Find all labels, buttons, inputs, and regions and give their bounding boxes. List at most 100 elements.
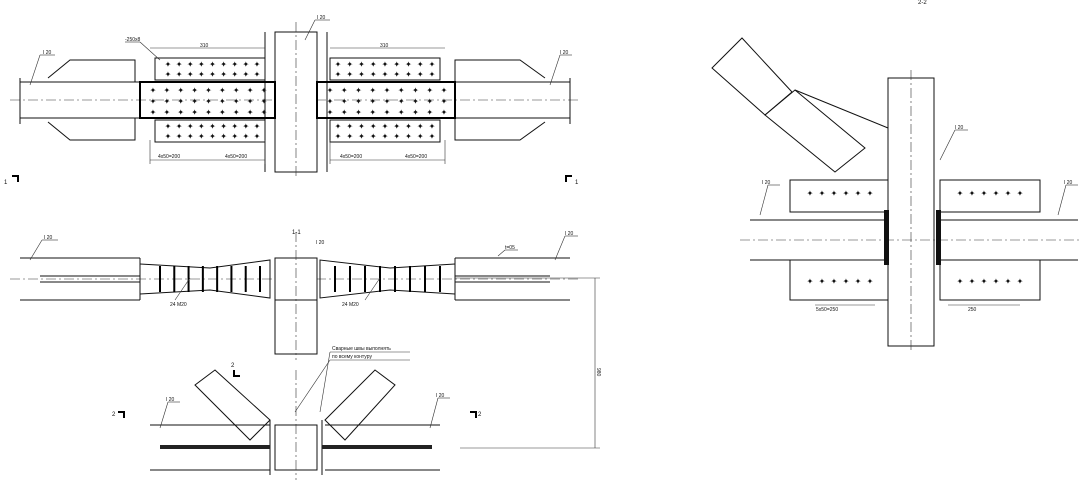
plan-top-dim-right: 310 (380, 43, 389, 49)
node-bolt: ✦ (981, 277, 988, 286)
bracing-left-member-label: I 20 (166, 397, 175, 403)
plan-bolt: ✦ (405, 70, 412, 79)
plan-bolt: ✦ (382, 60, 389, 69)
plan-bolt: ✦ (247, 108, 254, 117)
plan-bolt: ✦ (243, 122, 250, 131)
plan-top-dim-left: 310 (200, 43, 209, 49)
bracing-right-member-label: I 20 (436, 393, 445, 399)
plan-bolt: ✦ (429, 132, 436, 141)
plan-bolt: ✦ (209, 132, 216, 141)
plan-bolt: ✦ (335, 60, 342, 69)
plan-bolt: ✦ (219, 97, 226, 106)
plan-bolt: ✦ (398, 97, 405, 106)
plan-bolt: ✦ (405, 132, 412, 141)
plan-bolt-group: ✦✦✦✦✦✦✦✦✦✦✦✦✦✦✦✦✦✦✦✦✦✦✦✦✦✦✦✦✦✦✦✦✦✦✦✦✦✦✦✦… (150, 60, 448, 141)
plan-bolt: ✦ (412, 108, 419, 117)
node-bolt: ✦ (1005, 189, 1012, 198)
plan-bolt: ✦ (429, 70, 436, 79)
section-mark-2: 2 (231, 363, 235, 369)
plan-bolt: ✦ (176, 132, 183, 141)
plan-bolt: ✦ (429, 60, 436, 69)
node-bolt: ✦ (993, 189, 1000, 198)
plan-bolt: ✦ (177, 108, 184, 117)
plan-bolt: ✦ (176, 60, 183, 69)
node-bolt: ✦ (831, 277, 838, 286)
plan-bolt: ✦ (405, 60, 412, 69)
plan-bolt: ✦ (358, 70, 365, 79)
plan-bolt: ✦ (398, 108, 405, 117)
plan-right-member-label: I 20 (560, 50, 569, 56)
plan-dim-right-2: 4x50=200 (405, 154, 427, 160)
node-bolt: ✦ (819, 277, 826, 286)
bracing-note-line-2: по всему контуру (332, 354, 372, 360)
plan-bolt: ✦ (176, 122, 183, 131)
node-bolt: ✦ (807, 189, 814, 198)
plan-bolt: ✦ (369, 86, 376, 95)
node-column-label: I 20 (955, 125, 964, 131)
section-mark-1-right: 1 (575, 180, 579, 186)
plan-bolt: ✦ (369, 97, 376, 106)
plan-bolt: ✦ (165, 60, 172, 69)
plan-bolt: ✦ (358, 60, 365, 69)
node-right-member-label: I 20 (1064, 180, 1073, 186)
plan-bolt: ✦ (219, 108, 226, 117)
plan-bolt: ✦ (233, 86, 240, 95)
plan-bolt: ✦ (150, 108, 157, 117)
plan-bolt: ✦ (335, 70, 342, 79)
elevation-height-dim: 980 (595, 368, 601, 377)
plan-column-label: I 20 (317, 15, 326, 21)
elevation-bolts-right-label: 24 M20 (342, 302, 359, 308)
node-bolt: ✦ (855, 277, 862, 286)
plan-bolt: ✦ (164, 86, 171, 95)
plan-bolt: ✦ (370, 132, 377, 141)
node-bolt: ✦ (981, 189, 988, 198)
plan-bolt: ✦ (261, 86, 268, 95)
plan-bolt: ✦ (191, 97, 198, 106)
plan-dim-right-1: 4x50=200 (340, 154, 362, 160)
plan-bolt: ✦ (231, 122, 238, 131)
node-bolt: ✦ (957, 277, 964, 286)
node-bolt: ✦ (957, 189, 964, 198)
plan-bolt: ✦ (346, 60, 353, 69)
plan-bolt: ✦ (346, 122, 353, 131)
elevation-bolts-left-label: 24 M20 (170, 302, 187, 308)
plan-bolt: ✦ (355, 97, 362, 106)
plan-bolt: ✦ (417, 132, 424, 141)
bracing-note-line-1: Сварные швы выполнять (332, 346, 391, 352)
node-detail-view: ✦✦✦✦✦✦✦✦✦✦✦✦✦✦✦✦✦✦✦✦✦✦✦✦ (711, 37, 1082, 350)
plan-bolt: ✦ (393, 70, 400, 79)
plan-bolt: ✦ (346, 132, 353, 141)
plan-bolt: ✦ (261, 97, 268, 106)
plan-bolt: ✦ (198, 132, 205, 141)
plan-bolt: ✦ (382, 122, 389, 131)
plan-bolt: ✦ (198, 70, 205, 79)
elevation-bolt-group (159, 266, 441, 292)
plan-left-member-label: I 20 (43, 50, 52, 56)
plan-bolt: ✦ (426, 86, 433, 95)
plan-bolt: ✦ (231, 132, 238, 141)
node-bolt: ✦ (969, 189, 976, 198)
plan-bolt: ✦ (209, 70, 216, 79)
plan-bolt: ✦ (341, 97, 348, 106)
section-mark-1-left: 1 (4, 180, 8, 186)
plan-bolt: ✦ (205, 86, 212, 95)
plan-bolt: ✦ (176, 70, 183, 79)
node-left-member-label: I 20 (762, 180, 771, 186)
node-bolt: ✦ (1017, 189, 1024, 198)
plan-bolt: ✦ (393, 132, 400, 141)
plan-bolt: ✦ (209, 122, 216, 131)
plan-bolt: ✦ (187, 70, 194, 79)
elevation-right-member-label: I 20 (565, 231, 574, 237)
plan-bolt: ✦ (165, 70, 172, 79)
plan-bolt: ✦ (426, 97, 433, 106)
node-bolt: ✦ (1005, 277, 1012, 286)
node-view-title: 2-2 (918, 0, 927, 6)
plan-bolt: ✦ (341, 108, 348, 117)
plan-bolt: ✦ (384, 86, 391, 95)
plan-bolt: ✦ (358, 132, 365, 141)
node-bolt: ✦ (969, 277, 976, 286)
plan-bolt: ✦ (220, 60, 227, 69)
plan-bolt: ✦ (177, 97, 184, 106)
plan-dim-left-2: 4x50=200 (225, 154, 247, 160)
